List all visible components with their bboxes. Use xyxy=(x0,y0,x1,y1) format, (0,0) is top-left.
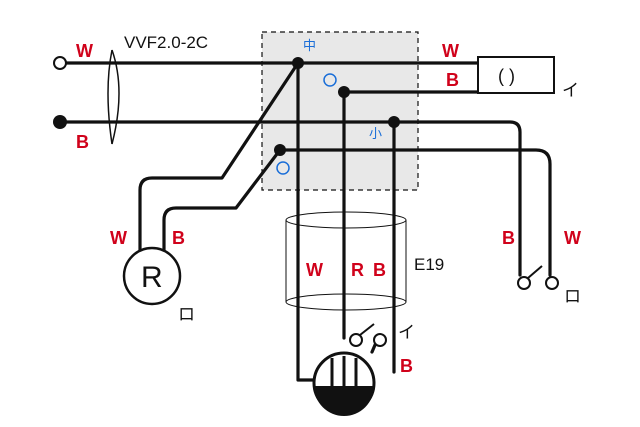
receptacle-bulb xyxy=(312,351,376,416)
wire-indicator-w xyxy=(138,61,300,252)
wire-right-w xyxy=(278,148,552,277)
wire-indicator-b xyxy=(162,148,282,252)
conduit-e19 xyxy=(285,211,407,311)
conduit-label: E19 xyxy=(414,255,444,274)
label-left-b: B xyxy=(172,228,185,248)
lamp-i-symbol: ( ) xyxy=(498,66,515,86)
switch-i xyxy=(349,323,387,347)
terminal-left-b xyxy=(53,115,67,129)
terminal-neutral-label: 中 xyxy=(303,38,316,53)
indicator-name: ロ xyxy=(178,305,195,324)
label-lamp-i-w: W xyxy=(442,41,459,61)
label-lamp-i-b: B xyxy=(446,70,459,90)
label-right-b: B xyxy=(502,228,515,248)
lamp-i-name: イ xyxy=(562,81,579,100)
terminal-small-label: 小 xyxy=(369,126,382,141)
indicator-symbol: R xyxy=(141,261,163,294)
label-top-w: W xyxy=(76,41,93,61)
box-markers xyxy=(276,73,337,175)
terminal-left-w xyxy=(53,56,67,70)
terminal-circles xyxy=(53,56,67,70)
label-conduit-b: B xyxy=(373,260,386,280)
junction-dots xyxy=(274,57,400,156)
label-top-b: B xyxy=(76,132,89,152)
switch-i-name: イ xyxy=(398,323,415,342)
indicator-lamp-r xyxy=(122,246,182,306)
cable-bundle xyxy=(111,49,120,145)
wire-conduit-w xyxy=(296,61,320,382)
label-right-w: W xyxy=(564,228,581,248)
wires xyxy=(60,61,552,382)
cable-label: VVF2.0-2C xyxy=(124,33,208,52)
label-conduit-w: W xyxy=(306,260,323,280)
switch-ro xyxy=(517,265,559,290)
lamp-i xyxy=(477,56,555,94)
label-conduit-r: R xyxy=(351,260,364,280)
label-switch-i-b: B xyxy=(400,356,413,376)
wire-top-b xyxy=(60,120,522,277)
label-left-w: W xyxy=(110,228,127,248)
switch-ro-name: ロ xyxy=(564,287,581,306)
